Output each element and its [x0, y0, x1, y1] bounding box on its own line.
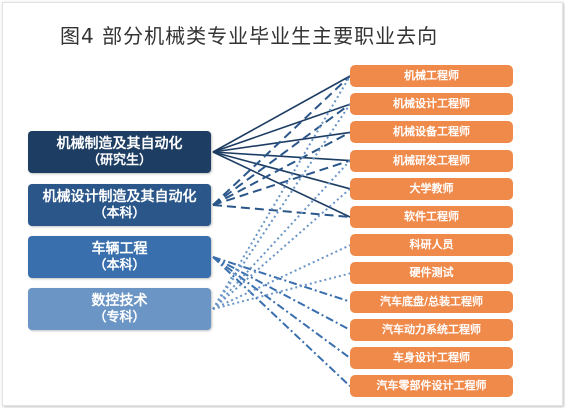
major-level: （本科）	[93, 257, 146, 273]
job-box: 汽车底盘/总装工程师	[350, 290, 513, 313]
job-box: 机械研发工程师	[350, 149, 513, 172]
job-box: 硬件测试	[350, 262, 513, 285]
connection-line-dashed	[212, 131, 351, 206]
job-box: 机械工程师	[350, 65, 513, 87]
connection-line-solid	[212, 131, 351, 153]
major-level: （研究生）	[86, 152, 152, 168]
major-name: 车辆工程	[91, 240, 148, 257]
major-box: 机械制造及其自动化（研究生）	[28, 131, 211, 173]
major-name: 机械设计制造及其自动化	[42, 188, 197, 205]
major-name: 数控技术	[91, 292, 148, 309]
job-box: 软件工程师	[350, 206, 513, 228]
major-box: 车辆工程（本科）	[28, 236, 211, 278]
connection-line-dotted	[212, 188, 351, 310]
major-box: 机械设计制造及其自动化（本科）	[28, 184, 211, 226]
connection-line-dashdot	[212, 256, 351, 331]
connection-line-solid	[212, 151, 351, 190]
connection-line-dotted	[212, 103, 351, 310]
job-box: 汽车动力系统工程师	[350, 318, 513, 341]
connection-line-dotted	[212, 244, 351, 310]
job-box: 机械设备工程师	[350, 121, 513, 144]
job-box: 车身设计工程师	[350, 347, 513, 369]
connection-line-dotted	[212, 159, 351, 310]
job-box: 大学教师	[350, 177, 513, 200]
job-box: 科研人员	[350, 234, 513, 257]
connection-line-dashed	[212, 75, 351, 206]
job-box: 汽车零部件设计工程师	[350, 375, 513, 398]
connection-line-dotted	[212, 272, 351, 310]
connection-line-solid	[212, 151, 351, 162]
connection-line-dotted	[212, 75, 351, 310]
major-level: （本科）	[93, 205, 146, 221]
major-box: 数控技术（专科）	[28, 288, 211, 330]
connection-line-solid	[212, 75, 351, 153]
connection-line-dashed	[212, 204, 351, 218]
major-name: 机械制造及其自动化	[56, 135, 183, 152]
figure-title: 图4 部分机械类专业毕业生主要职业去向	[60, 24, 439, 48]
connection-line-dashed	[212, 103, 351, 206]
connection-line-dashed	[212, 159, 351, 206]
major-level: （专科）	[93, 309, 146, 325]
connection-line-solid	[212, 151, 351, 218]
job-box: 机械设计工程师	[350, 93, 513, 116]
connection-line-dashdot	[212, 256, 351, 387]
connection-line-solid	[212, 103, 351, 153]
connection-line-dashdot	[212, 256, 351, 359]
